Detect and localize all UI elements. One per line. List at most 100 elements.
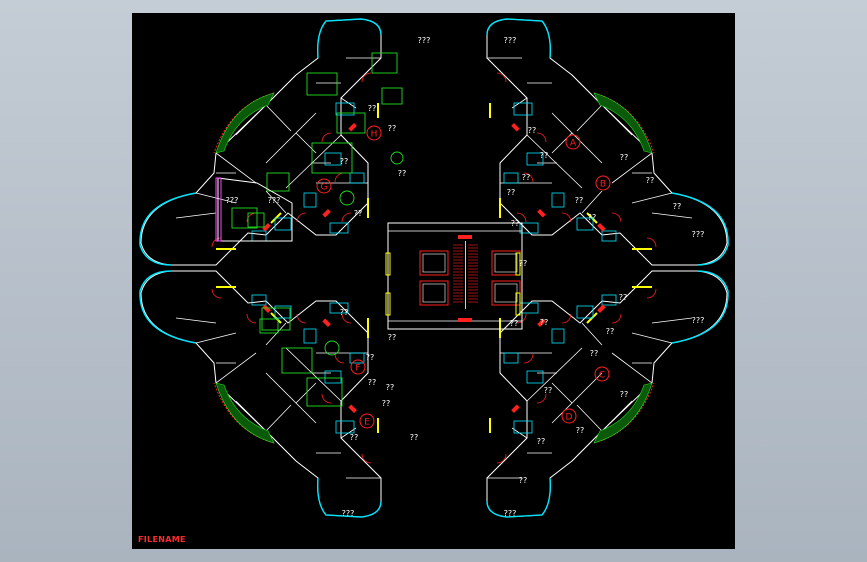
room-placeholder: ?? <box>340 157 349 166</box>
balcony-arc <box>316 18 382 59</box>
unit-label-text: A <box>570 139 577 149</box>
fixture <box>329 222 349 234</box>
partition-line <box>175 317 217 324</box>
room-placeholder: ?? <box>540 318 549 327</box>
fixture <box>601 294 617 306</box>
door-swing <box>523 172 534 183</box>
partition-line <box>576 104 603 132</box>
fixture <box>335 420 355 434</box>
room-placeholder: ?? <box>619 293 628 302</box>
elevator-car <box>422 283 446 303</box>
bed-symbol <box>259 318 279 334</box>
partition-line <box>611 352 653 384</box>
unit-label-text: D <box>566 413 573 423</box>
balcony-arc <box>139 270 197 344</box>
plant-symbol <box>390 151 404 165</box>
unit-label-circle <box>350 359 366 375</box>
door-swing <box>561 313 572 324</box>
balcony-arc <box>671 270 729 344</box>
room-placeholder: ?? <box>519 259 528 268</box>
partition-line <box>581 322 603 346</box>
partition-line <box>265 112 317 164</box>
wing-outline <box>486 18 728 266</box>
elevator-shaft <box>419 280 449 306</box>
door-marker <box>511 123 520 132</box>
door-swing <box>523 353 534 364</box>
fixture <box>513 420 533 434</box>
door-swing <box>611 313 622 324</box>
unit-label-h: H <box>366 125 382 141</box>
unit-label-e: E <box>359 413 375 429</box>
corridor-window <box>515 252 521 276</box>
unit-label-circle <box>316 178 332 194</box>
door-swing <box>496 72 507 83</box>
door-marker <box>322 318 331 327</box>
door-swing <box>321 132 332 143</box>
fixture <box>576 217 594 231</box>
door-swing <box>361 72 372 83</box>
fixture <box>251 230 267 242</box>
partition-line <box>175 212 217 219</box>
unit-label-circle <box>594 366 610 382</box>
partition-line <box>651 317 693 324</box>
fixture <box>519 222 539 234</box>
partition-line <box>611 152 653 184</box>
balcony-arc <box>671 192 729 266</box>
room-placeholder: ?? <box>620 153 629 162</box>
room-placeholder: ?? <box>544 386 553 395</box>
room-placeholder: ?? <box>673 202 682 211</box>
corridor-window <box>515 292 521 316</box>
plant-symbol <box>324 340 340 356</box>
central-core <box>385 222 523 330</box>
furniture-layer <box>215 52 404 407</box>
room-placeholder: ?? <box>507 188 516 197</box>
wing-3 <box>139 270 382 518</box>
room-placeholder: ?? <box>606 327 615 336</box>
room-placeholder: ??? <box>692 316 705 325</box>
room-placeholder: ?? <box>386 383 395 392</box>
door-marker <box>537 209 546 218</box>
door-swing <box>536 132 547 143</box>
wing-1 <box>139 18 382 266</box>
furniture-item <box>371 52 398 74</box>
unit-label-circle <box>565 134 581 150</box>
door-swing <box>211 288 222 299</box>
room-placeholder: ?? <box>522 173 531 182</box>
partition-line <box>195 332 237 344</box>
partition-line <box>265 104 292 132</box>
room-placeholder: ?? <box>368 104 377 113</box>
bed-symbol <box>247 212 265 228</box>
fixture <box>601 230 617 242</box>
door-swing <box>341 212 352 223</box>
partition-line <box>526 347 583 402</box>
room-placeholder: ?? <box>528 126 537 135</box>
door-swing <box>496 453 507 464</box>
unit-label-circle <box>366 125 382 141</box>
elevator-shaft <box>419 250 449 276</box>
door-swing <box>516 212 527 223</box>
partition-line <box>265 372 317 424</box>
plant-symbol <box>339 190 355 206</box>
balcony-arc <box>486 477 552 518</box>
room-placeholder: ?? <box>588 213 597 222</box>
room-placeholder: ?? <box>620 390 629 399</box>
elevator-car <box>494 283 518 303</box>
fixture <box>324 152 342 166</box>
partition-line <box>581 190 603 214</box>
balcony-arc <box>316 477 382 518</box>
door-marker <box>511 404 520 413</box>
wing-2 <box>486 270 729 518</box>
fixture <box>526 370 544 384</box>
door-swing <box>246 313 257 324</box>
room-placeholder: ??? <box>692 230 705 239</box>
window-hatch <box>215 92 275 154</box>
room-placeholder: ??? <box>504 36 517 45</box>
door-marker <box>348 404 357 413</box>
room-placeholder: ??? <box>268 196 281 205</box>
fixture <box>349 172 365 184</box>
door-swing <box>646 237 657 248</box>
partition-line <box>215 152 257 184</box>
